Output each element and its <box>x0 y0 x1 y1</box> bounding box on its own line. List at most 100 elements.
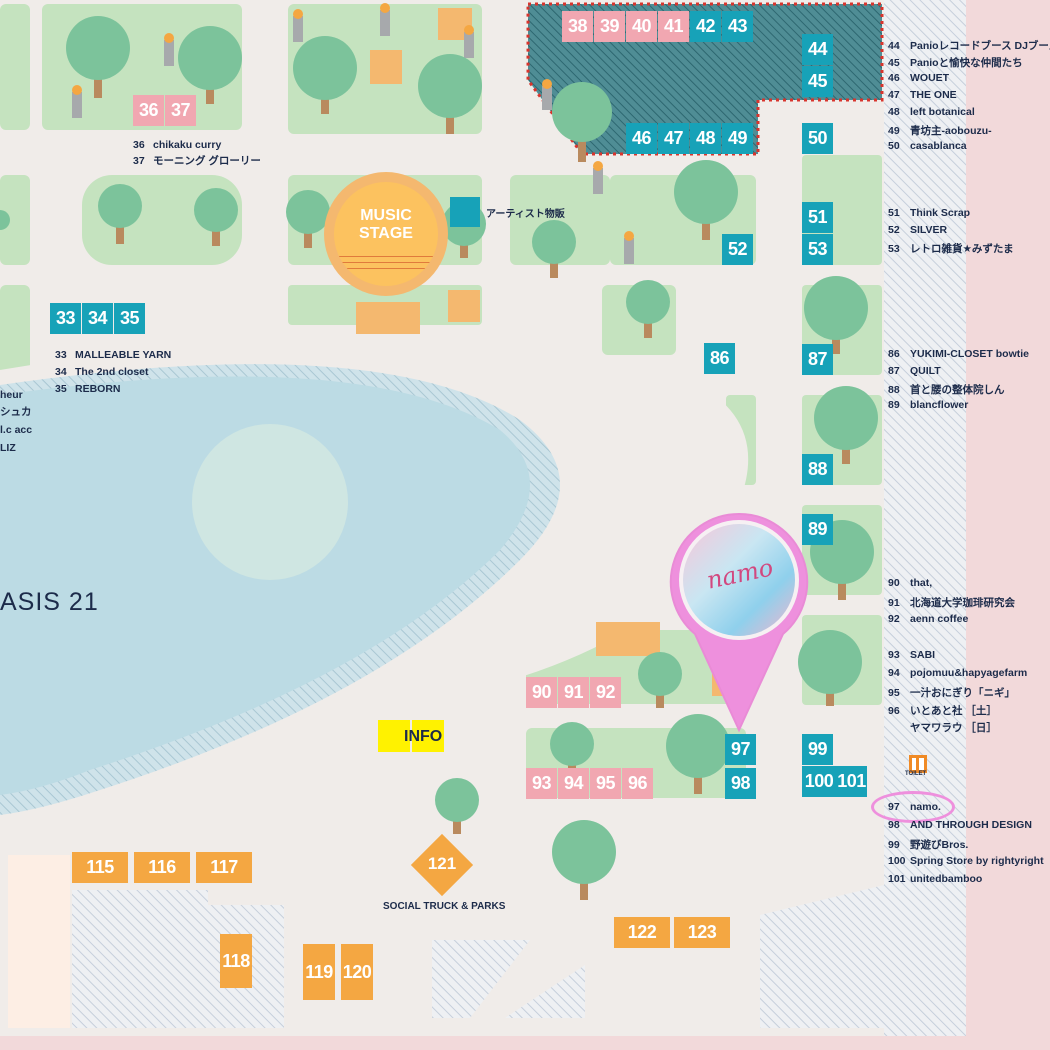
music-stage-label: MUSIC STAGE <box>324 207 448 243</box>
booth-97[interactable]: 97 <box>725 734 756 765</box>
booth-45[interactable]: 45 <box>802 66 833 97</box>
legend-text: いとあと社 ［土］ <box>910 705 997 717</box>
legend-number: 88 <box>888 384 900 396</box>
booth-123[interactable]: 123 <box>674 917 730 948</box>
booth-119[interactable]: 119 <box>303 944 335 1000</box>
booth-35[interactable]: 35 <box>114 303 145 334</box>
booth-93[interactable]: 93 <box>526 768 557 799</box>
booth-53[interactable]: 53 <box>802 234 833 265</box>
namo-legend-highlight <box>871 791 955 823</box>
booth-48[interactable]: 48 <box>690 123 721 154</box>
booth-116[interactable]: 116 <box>134 852 190 883</box>
legend-cut-4: LIZ <box>0 442 16 454</box>
booth-91[interactable]: 91 <box>558 677 589 708</box>
booth-47[interactable]: 47 <box>658 123 689 154</box>
legend-text: that, <box>910 577 933 589</box>
legend-number: 94 <box>888 667 900 679</box>
booth-44[interactable]: 44 <box>802 34 833 65</box>
legend-item-94: 94 pojomuu&hapyagefarm <box>888 667 1027 679</box>
booth-94[interactable]: 94 <box>558 768 589 799</box>
legend-text: 青坊主-aobouzu- <box>910 125 992 137</box>
toilet-icon <box>909 755 927 773</box>
legend-text: namo. <box>910 801 941 813</box>
info-label[interactable]: INFO <box>404 728 443 745</box>
booth-36[interactable]: 36 <box>133 95 164 126</box>
oasis-21-label: ASIS 21 <box>0 588 99 616</box>
booth-120[interactable]: 120 <box>341 944 373 1000</box>
booth-34[interactable]: 34 <box>82 303 113 334</box>
booth-98[interactable]: 98 <box>725 768 756 799</box>
booth-95[interactable]: 95 <box>590 768 621 799</box>
booth-115[interactable]: 115 <box>72 852 128 883</box>
legend-number: 93 <box>888 649 900 661</box>
booth-122[interactable]: 122 <box>614 917 670 948</box>
booth-43[interactable]: 43 <box>722 11 753 42</box>
legend-cut-3: l.c acc <box>0 424 33 436</box>
booth-118[interactable]: 118 <box>220 934 252 988</box>
legend-item-alt: ヤマワラウ ［日］ <box>888 720 997 735</box>
booth-117[interactable]: 117 <box>196 852 252 883</box>
legend-item-88: 88 首と腰の整体院しん <box>888 382 1005 397</box>
legend-number: 53 <box>888 243 900 255</box>
legend-text: THE ONE <box>910 89 957 101</box>
booth-50[interactable]: 50 <box>802 123 833 154</box>
legend-cut-2: シュカ <box>0 406 32 418</box>
legend-number: 96 <box>888 705 900 717</box>
booth-100[interactable]: 100 <box>802 766 836 797</box>
legend-text: 首と腰の整体院しん <box>910 384 1005 396</box>
music-stage[interactable]: MUSIC STAGE <box>324 172 448 296</box>
booth-33[interactable]: 33 <box>50 303 81 334</box>
legend-number: 50 <box>888 140 900 152</box>
booth-90[interactable]: 90 <box>526 677 557 708</box>
booth-86[interactable]: 86 <box>704 343 735 374</box>
music-stage-disc <box>334 182 438 286</box>
artist-goods-booth[interactable] <box>450 197 480 227</box>
booth-41[interactable]: 41 <box>658 11 689 42</box>
legend-text: Panioレコードブース DJブース <box>910 40 1050 52</box>
legend-number: 91 <box>888 597 900 609</box>
legend-text: AND THROUGH DESIGN <box>910 819 1032 831</box>
legend-number: 100 <box>888 855 906 867</box>
booth-51[interactable]: 51 <box>802 202 833 233</box>
booth-92[interactable]: 92 <box>590 677 621 708</box>
booth-88[interactable]: 88 <box>802 454 833 485</box>
booth-38[interactable]: 38 <box>562 11 593 42</box>
legend-text: pojomuu&hapyagefarm <box>910 667 1028 679</box>
toilet-label: TOILET <box>905 771 927 777</box>
namo-marker[interactable] <box>665 508 813 738</box>
booth-99[interactable]: 99 <box>802 734 833 765</box>
booth-52[interactable]: 52 <box>722 234 753 265</box>
legend-number: 89 <box>888 399 900 411</box>
stage-line-1: MUSIC <box>360 207 412 224</box>
booth-101[interactable]: 101 <box>836 766 867 797</box>
booth-96[interactable]: 96 <box>622 768 653 799</box>
legend-text: ヤマワラウ ［日］ <box>910 722 997 734</box>
artist-goods-label: アーティスト物販 <box>486 209 565 220</box>
booth-37[interactable]: 37 <box>165 95 196 126</box>
booth-49[interactable]: 49 <box>722 123 753 154</box>
legend-number: 47 <box>888 89 900 101</box>
booth-40[interactable]: 40 <box>626 11 657 42</box>
legend-cut-1: heur <box>0 389 23 401</box>
booth-39[interactable]: 39 <box>594 11 625 42</box>
booth-89[interactable]: 89 <box>802 514 833 545</box>
booth-87[interactable]: 87 <box>802 344 833 375</box>
booth-46[interactable]: 46 <box>626 123 657 154</box>
legend-text: left botanical <box>910 106 975 118</box>
booth-42[interactable]: 42 <box>690 11 721 42</box>
legend-text: SABI <box>910 649 936 661</box>
